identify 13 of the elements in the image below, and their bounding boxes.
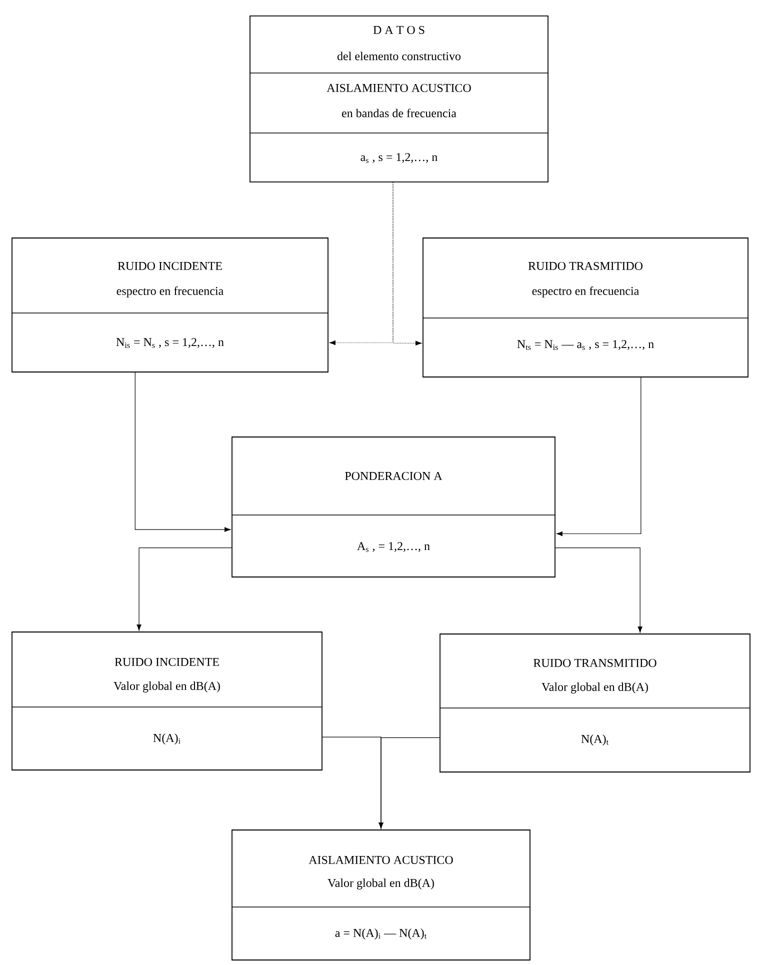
flow-box: AISLAMIENTO ACUSTICO Valor global en dB(A) a = N(A)$_{i}$ — N(A)$_{t}$ — [232, 830, 530, 960]
arrow — [555, 548, 642, 633]
flow-box: PONDERACION A A$_{s}$ , = 1,2,…, n — [232, 436, 556, 578]
flow-box: RUIDO INCIDENTE espectro en frecuencia N$_{is}$ = N$_{s}$ , s = 1,2,…, n — [12, 238, 328, 372]
flow-box: D A T O S del elemento constructivo AISLAMIENTO ACUSTICO en bandas de frecuencia a$_{s}$ , s = 1,2,…, n — [250, 16, 548, 182]
arrow — [378, 737, 440, 829]
flow-box: RUIDO INCIDENTE Valor global en dB(A) N(A)$_{i}$ — [12, 632, 322, 770]
flow-box: RUIDO TRASMITIDO espectro en frecuencia N$_{ts}$ = N$_{is}$ — a$_{s}$ , s = 1,2,…, n — [422, 238, 748, 378]
arrow — [134, 372, 231, 532]
flow-box: RUIDO TRANSMITIDO Valor global en dB(A) N(A)$_{t}$ — [440, 634, 750, 772]
arrow — [556, 377, 642, 536]
arrow — [136, 548, 232, 631]
arrow — [392, 182, 422, 346]
